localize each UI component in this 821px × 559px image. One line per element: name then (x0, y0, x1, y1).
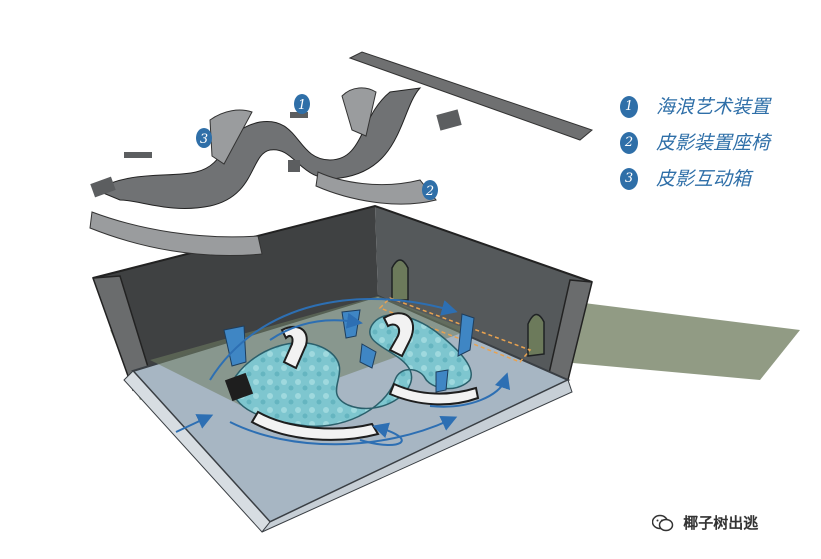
bench-ceiling-3 (209, 109, 253, 165)
blue-panel-4 (457, 313, 475, 357)
bench-right (388, 382, 480, 406)
bench-ceiling-2 (315, 171, 437, 205)
blue-panel-3 (359, 343, 377, 369)
ceiling-strip (348, 51, 594, 141)
arch-window-right (527, 313, 545, 357)
bench-ceiling-4 (89, 211, 263, 256)
callout-2: 2 (422, 180, 438, 200)
callout-3: 3 (196, 128, 212, 148)
legend-number-badge: 2 (620, 132, 638, 154)
dark-box (224, 372, 254, 402)
bench-mid (382, 312, 415, 358)
arch-window-left (391, 259, 409, 301)
legend-item: 3 皮影互动箱 (616, 164, 816, 200)
ceiling-block-d (124, 152, 152, 158)
legend-number-badge: 3 (620, 168, 638, 190)
legend-label: 皮影互动箱 (656, 168, 752, 190)
flow-arrow-inner (359, 422, 403, 446)
flow-arrow-bottom (229, 416, 458, 446)
legend-label: 皮影装置座椅 (656, 132, 771, 154)
flow-arrow-entry (175, 414, 214, 433)
flow-arrow-mid (269, 312, 363, 341)
watermark: 椰子树出逃 (652, 512, 758, 536)
floor-edge-right (261, 379, 573, 533)
legend-label: 海浪艺术装置 (656, 96, 771, 118)
watermark-text: 椰子树出逃 (683, 514, 759, 532)
ceiling-block-a (436, 109, 462, 131)
sensor-zone (378, 297, 532, 363)
ceiling-block-b (90, 176, 116, 198)
ceiling-block-e (290, 112, 308, 118)
callout-1-label: 1 (298, 98, 306, 113)
callout-3-label: 3 (200, 132, 208, 147)
flow-arrow-outer (209, 297, 458, 381)
callout-1: 1 (294, 94, 310, 114)
bench-ceiling-1 (341, 87, 377, 137)
callout-2-label: 2 (425, 184, 434, 199)
wave-pool (231, 314, 472, 427)
blue-panel-5 (435, 369, 449, 393)
legend: 1 海浪艺术装置 2 皮影装置座椅 3 皮影互动箱 (616, 92, 816, 200)
legend-item: 2 皮影装置座椅 (616, 128, 816, 164)
legend-item: 1 海浪艺术装置 (616, 92, 816, 128)
ground-shadow (540, 300, 800, 380)
ceiling-block-c (288, 160, 300, 172)
wall-top-edge (92, 204, 593, 283)
legend-number-badge: 1 (620, 96, 638, 118)
wechat-icon (652, 514, 674, 531)
back-wall-left (93, 206, 378, 371)
flow-arrow-right (429, 372, 511, 408)
